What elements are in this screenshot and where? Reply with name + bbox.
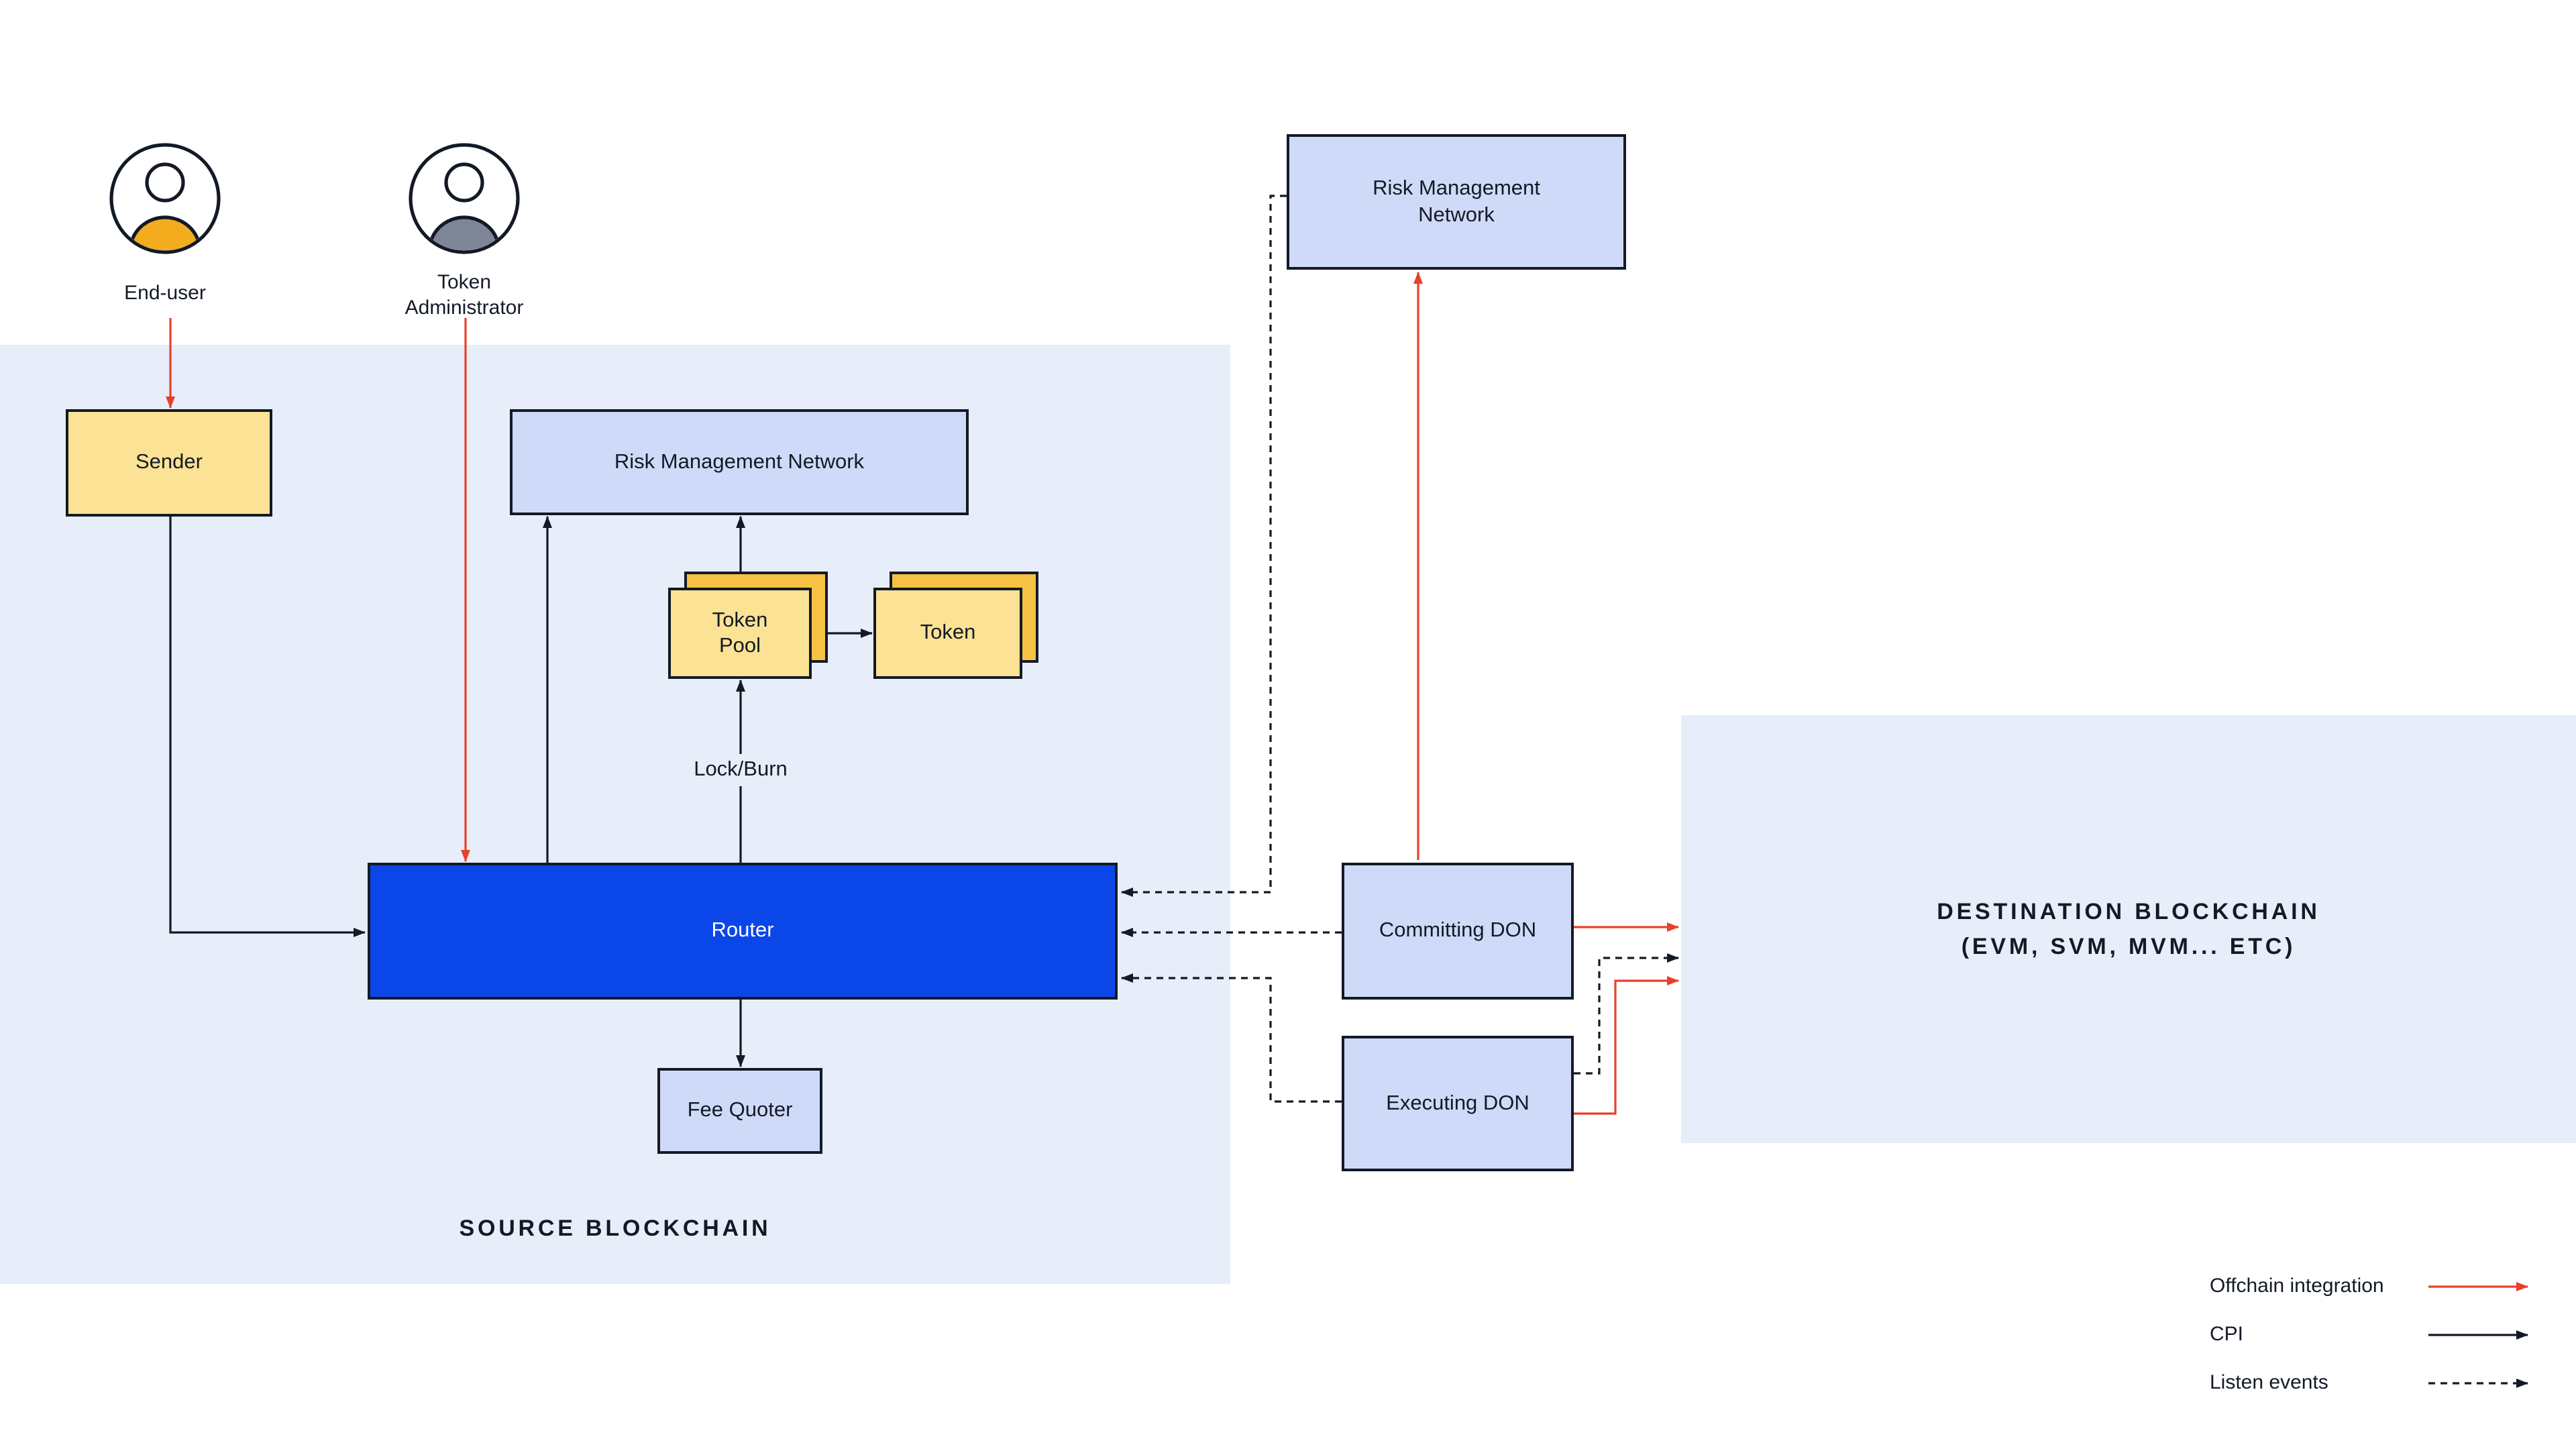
token-admin-label: Token Administrator [405, 271, 524, 319]
legend-offchain-label: Offchain integration [2210, 1275, 2384, 1297]
node-token: Token [873, 588, 1022, 679]
destination-blockchain-label: DESTINATION BLOCKCHAIN (EVM, SVM, MVM...… [1681, 894, 2576, 964]
node-sender-label: Sender [136, 451, 203, 474]
legend-cpi-label: CPI [2210, 1323, 2244, 1346]
node-risk-mgmt-offchain: Risk Management Network [1287, 134, 1626, 270]
end-user-actor [109, 142, 221, 262]
destination-blockchain-label-line2: (EVM, SVM, MVM... ETC) [1961, 933, 2296, 959]
token-admin-avatar [409, 143, 520, 254]
legend-row-listen: Listen events [2210, 1371, 2540, 1394]
edge-executing-don-to-destination-offchain [1574, 976, 1679, 1115]
edge-sender-to-router [169, 517, 366, 937]
legend-listen-label: Listen events [2210, 1371, 2328, 1394]
end-user-label: End-user [124, 282, 206, 305]
node-token-pool: Token Pool [668, 588, 812, 679]
node-router: Router [368, 863, 1118, 1000]
edge-executing-don-to-router-listen [1121, 973, 1342, 1103]
source-blockchain-label: SOURCE BLOCKCHAIN [459, 1216, 771, 1241]
legend-row-offchain: Offchain integration [2210, 1275, 2540, 1297]
node-risk-mgmt-source: Risk Management Network [510, 409, 969, 515]
node-committing-don: Committing DON [1342, 863, 1574, 1000]
legend-offchain-arrow-icon [2428, 1281, 2528, 1291]
edge-label-lock-burn: Lock/Burn [684, 754, 797, 786]
node-fee-quoter: Fee Quoter [657, 1068, 822, 1154]
legend-row-cpi: CPI [2210, 1323, 2540, 1346]
node-token-pool-label: Token Pool [712, 608, 768, 657]
node-token-label: Token [920, 621, 976, 645]
node-executing-don: Executing DON [1342, 1036, 1574, 1171]
legend: Offchain integration CPI Listen events [2210, 1275, 2540, 1419]
node-router-label: Router [711, 919, 774, 943]
edge-executing-don-to-destination-listen [1574, 953, 1679, 1075]
destination-blockchain-region: DESTINATION BLOCKCHAIN (EVM, SVM, MVM...… [1681, 715, 2576, 1143]
node-sender: Sender [66, 409, 272, 517]
end-user-avatar [109, 143, 221, 254]
node-fee-quoter-label: Fee Quoter [687, 1099, 793, 1122]
legend-cpi-arrow-icon [2428, 1330, 2528, 1339]
destination-blockchain-label-line1: DESTINATION BLOCKCHAIN [1937, 898, 2320, 924]
node-committing-don-label: Committing DON [1379, 919, 1537, 943]
legend-listen-arrow-icon [2428, 1378, 2528, 1387]
edge-risk-mgmt-to-router-listen [1121, 195, 1287, 897]
node-executing-don-label: Executing DON [1386, 1091, 1529, 1115]
node-risk-mgmt-source-label: Risk Management Network [614, 450, 865, 474]
token-admin-actor [408, 142, 521, 262]
node-risk-mgmt-offchain-label: Risk Management Network [1373, 177, 1540, 226]
